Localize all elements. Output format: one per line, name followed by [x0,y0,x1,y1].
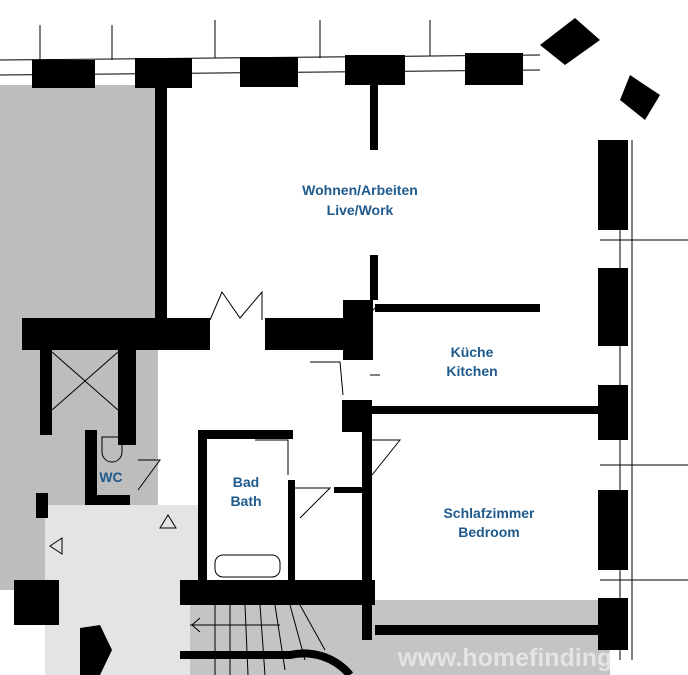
room-label-bedroom-de: Schlafzimmer [443,505,535,521]
walls [14,18,660,675]
entrance-hall [45,505,200,675]
stairs [180,604,354,675]
room-label-bedroom-en: Bedroom [458,524,519,540]
staircase-area [190,600,610,675]
doors-fixtures [49,290,402,633]
room-label-kitchen-en: Kitchen [446,363,497,379]
watermark: www.homefinding.at [397,644,642,672]
room-label-living-de: Wohnen/Arbeiten [302,182,418,198]
room-label-wc: WC [99,469,122,485]
apartment-floor [165,85,605,318]
room-label-living-en: Live/Work [327,202,394,218]
room-label-bath-en: Bath [230,493,261,509]
room-label-kitchen-de: Küche [451,344,494,360]
room-label-bath-de: Bad [233,474,259,490]
